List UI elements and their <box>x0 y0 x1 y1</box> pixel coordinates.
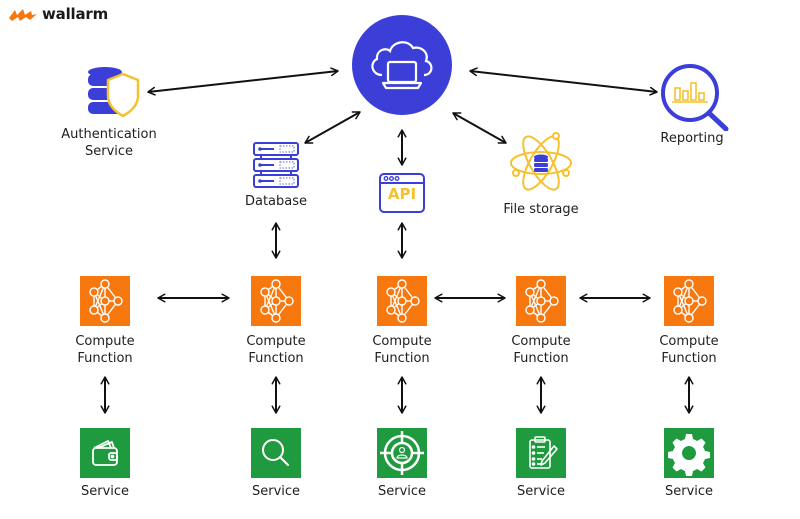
arrow-database-cloud <box>304 111 361 144</box>
service-label-5: Service <box>664 484 714 499</box>
cloud-laptop-icon <box>352 15 452 115</box>
cloud-node[interactable] <box>352 15 452 115</box>
file-storage-label: File storage <box>503 202 579 217</box>
compute-function-node-2[interactable] <box>251 276 301 326</box>
compute-label-line2: Function <box>374 351 430 366</box>
api-text: API <box>387 185 417 203</box>
database-node[interactable] <box>252 141 300 191</box>
compute-label-line1: Compute <box>372 334 432 349</box>
service-label-3: Service <box>377 484 427 499</box>
magnifier-chart-icon <box>661 64 729 132</box>
compute-function-node-5[interactable] <box>664 276 714 326</box>
neural-network-icon <box>673 279 707 323</box>
compute-label-line1: Compute <box>246 334 306 349</box>
server-rack-icon <box>253 142 299 188</box>
database-shield-icon <box>88 67 140 118</box>
target-user-icon <box>380 431 424 475</box>
compute-label-line2: Function <box>661 351 717 366</box>
brand-name: wallarm <box>42 5 109 23</box>
auth-node[interactable] <box>85 64 145 122</box>
compute-label-line2: Function <box>248 351 304 366</box>
wallet-icon <box>92 440 118 466</box>
api-window-icon <box>379 173 425 213</box>
compute-label-line1: Compute <box>511 334 571 349</box>
auth-label: Authentication Service <box>61 126 156 160</box>
neural-network-icon <box>525 279 559 323</box>
neural-network-icon <box>260 279 294 323</box>
api-node[interactable]: API <box>378 172 426 214</box>
gear-icon <box>668 434 710 476</box>
compute-function-node-4[interactable] <box>516 276 566 326</box>
arrow-auth-cloud <box>147 67 339 96</box>
compute-label-line2: Function <box>513 351 569 366</box>
service-node-2[interactable] <box>251 428 301 478</box>
neural-network-icon <box>89 279 123 323</box>
arrow-cloud-reporting <box>469 67 658 96</box>
reporting-label: Reporting <box>660 131 724 146</box>
service-node-4[interactable] <box>516 428 566 478</box>
clipboard-checklist-icon <box>529 436 558 469</box>
auth-label-line2: Service <box>84 144 134 159</box>
compute-label-line1: Compute <box>659 334 719 349</box>
compute-label-line1: Compute <box>75 334 135 349</box>
brand-logo: wallarm <box>8 5 108 23</box>
file-storage-node[interactable] <box>508 128 574 198</box>
arrow-filestorage-cloud <box>452 112 507 144</box>
compute-label-line2: Function <box>77 351 133 366</box>
service-label-4: Service <box>516 484 566 499</box>
compute-function-node-3[interactable] <box>377 276 427 326</box>
atom-database-icon <box>510 132 572 191</box>
service-node-5[interactable] <box>664 428 714 478</box>
reporting-node[interactable] <box>660 63 730 132</box>
compute-function-node-1[interactable] <box>80 276 130 326</box>
service-label-2: Service <box>251 484 301 499</box>
neural-network-icon <box>386 279 420 323</box>
wallarm-logo-icon <box>9 9 37 21</box>
database-label: Database <box>244 194 308 209</box>
service-node-3[interactable] <box>377 428 427 478</box>
service-label-1: Service <box>80 484 130 499</box>
auth-label-line1: Authentication <box>61 127 157 142</box>
search-icon <box>262 439 289 466</box>
service-node-1[interactable] <box>80 428 130 478</box>
